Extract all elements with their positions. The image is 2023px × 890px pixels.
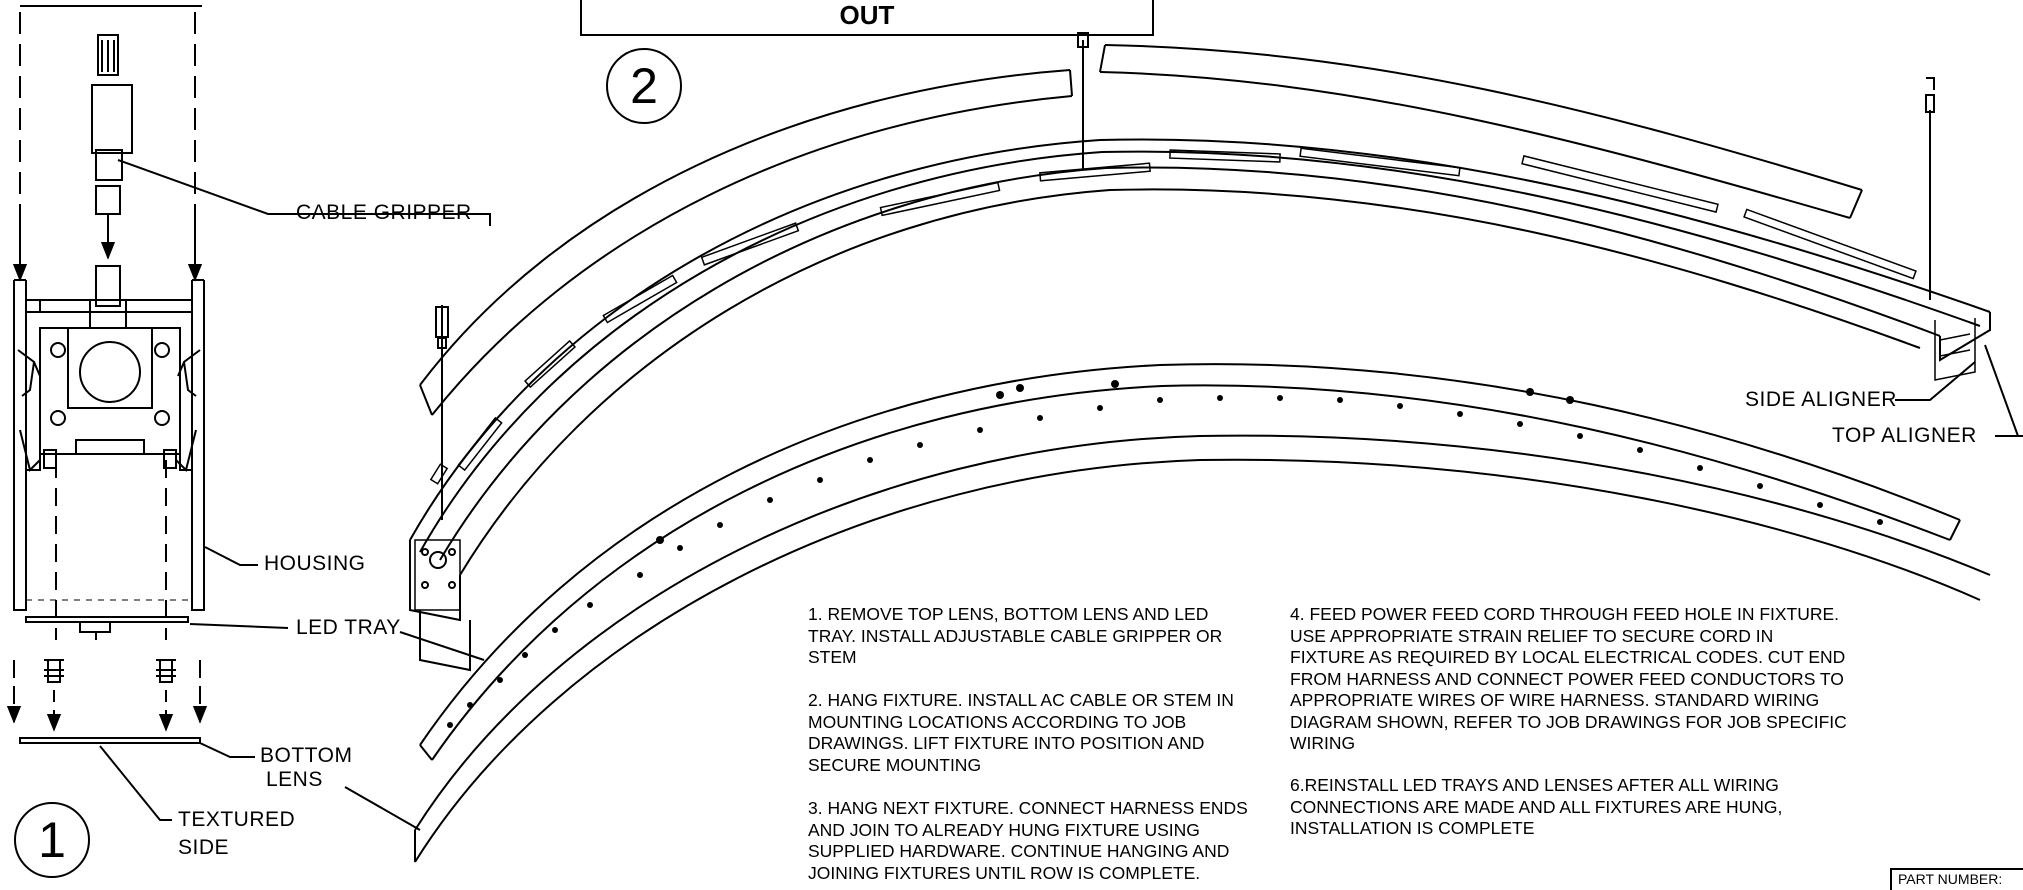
label-cable-gripper: CABLE GRIPPER <box>296 201 472 224</box>
title-block: PART NUMBER: <box>1890 868 2023 890</box>
out-header-box: OUT <box>580 0 1154 36</box>
label-bottom-lens-1: BOTTOM <box>260 744 353 767</box>
step-2-number: 2 <box>606 48 682 124</box>
curved-fixture-view <box>344 32 2023 863</box>
led-tray-dots <box>447 380 1883 728</box>
label-side-aligner: SIDE ALIGNER <box>1745 388 1897 411</box>
instruction-step-2: 2. HANG FIXTURE. INSTALL AC CABLE OR STE… <box>808 690 1234 775</box>
label-top-aligner: TOP ALIGNER <box>1832 424 1977 447</box>
label-led-tray: LED TRAY <box>296 616 401 639</box>
label-housing: HOUSING <box>264 552 366 575</box>
instruction-step-4: 4. FEED POWER FEED CORD THROUGH FEED HOL… <box>1290 604 1847 753</box>
label-textured-side-2: SIDE <box>178 836 230 859</box>
instruction-step-1: 1. REMOVE TOP LENS, BOTTOM LENS AND LED … <box>808 604 1223 667</box>
label-textured-side-1: TEXTURED <box>178 808 296 831</box>
out-label: OUT <box>839 0 895 30</box>
instruction-step-3: 3. HANG NEXT FIXTURE. CONNECT HARNESS EN… <box>808 798 1248 883</box>
label-bottom-lens-2: LENS <box>266 768 323 791</box>
exploded-end-view <box>6 5 491 821</box>
step-1-number: 1 <box>14 802 90 878</box>
part-number-label: PART NUMBER: <box>1898 871 2003 887</box>
instruction-step-6: 6.REINSTALL LED TRAYS AND LENSES AFTER A… <box>1290 775 1783 838</box>
